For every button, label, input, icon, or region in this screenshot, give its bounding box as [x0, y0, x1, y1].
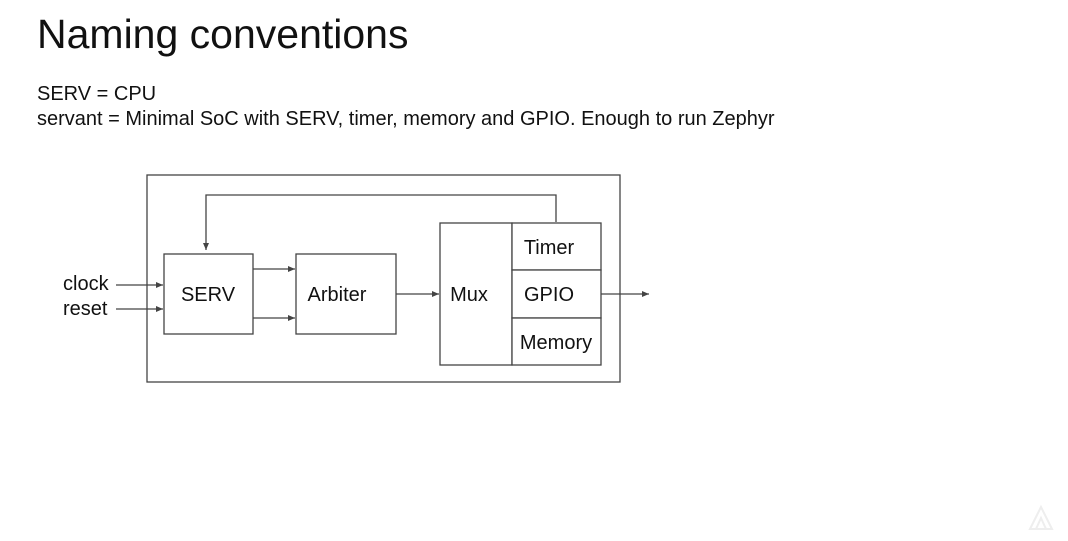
mux-label: Mux — [450, 284, 488, 306]
slide-title: Naming conventions — [37, 11, 409, 57]
arbiter-label: Arbiter — [308, 284, 367, 306]
reset-label: reset — [63, 298, 108, 320]
logo-watermark-icon — [1028, 504, 1054, 530]
serv-block — [163, 253, 254, 335]
clock-label: clock — [63, 273, 110, 295]
memory-block — [511, 317, 602, 366]
gpio-label: GPIO — [524, 284, 574, 306]
serv-label: SERV — [181, 284, 236, 306]
arbiter-block — [295, 253, 397, 335]
memory-label: Memory — [520, 332, 592, 354]
timer-label: Timer — [524, 237, 575, 259]
timer-feedback-wire — [203, 194, 557, 250]
mux-block — [439, 222, 513, 366]
definition-serv: SERV = CPU — [37, 83, 157, 105]
definition-servant: servant = Minimal SoC with SERV, timer, … — [37, 108, 775, 130]
